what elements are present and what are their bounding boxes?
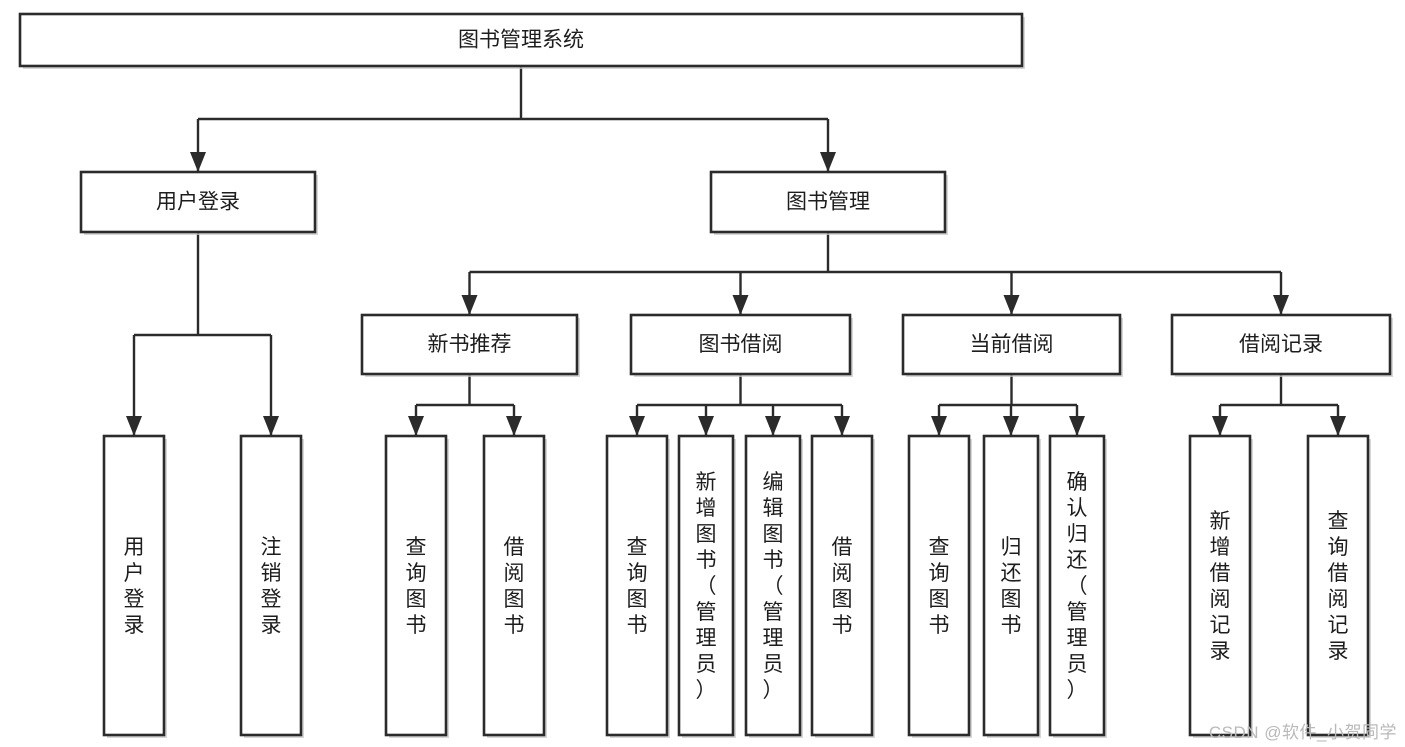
- node-rect[interactable]: [79, 170, 317, 234]
- node-borrow[interactable]: 图书借阅: [629, 313, 853, 377]
- node-label: 新增借阅记录: [1210, 510, 1231, 663]
- node-leaf-confirm-return[interactable]: 确认归还（管理员）: [1048, 434, 1107, 738]
- arrow-head: [1003, 295, 1020, 315]
- node-leaf-borrow-book-1[interactable]: 借阅图书: [482, 434, 547, 738]
- node-label: 用户登录: [124, 536, 145, 637]
- node-rect[interactable]: [384, 434, 448, 737]
- node-label: 注销登录: [261, 536, 282, 637]
- node-rect[interactable]: [605, 434, 669, 737]
- node-leaf-query-book-1[interactable]: 查询图书: [384, 434, 449, 738]
- arrow-head: [190, 152, 206, 172]
- arrow-head: [698, 416, 714, 436]
- node-label: 查询借阅记录: [1328, 510, 1349, 663]
- node-leaf-query-book-3[interactable]: 查询图书: [907, 434, 972, 738]
- node-label: 用户登录: [156, 191, 240, 214]
- node-label: 查询图书: [406, 536, 427, 637]
- arrow-head: [834, 416, 850, 436]
- arrow-head: [1069, 416, 1085, 436]
- node-label: 编辑图书（管理员）: [763, 471, 784, 702]
- node-leaf-add-book[interactable]: 新增图书（管理员）: [677, 434, 736, 738]
- node-rect[interactable]: [677, 434, 735, 737]
- node-root[interactable]: 图书管理系统: [18, 12, 1025, 69]
- arrow-head: [765, 416, 781, 436]
- node-rect[interactable]: [901, 313, 1122, 376]
- node-label: 借阅记录: [1239, 333, 1323, 356]
- node-label: 新书推荐: [428, 333, 512, 356]
- node-current[interactable]: 当前借阅: [901, 313, 1123, 377]
- arrow-head: [931, 416, 947, 436]
- node-leaf-user-logout[interactable]: 注销登录: [239, 434, 304, 738]
- arrow-head: [820, 152, 836, 172]
- node-leaf-add-record[interactable]: 新增借阅记录: [1188, 434, 1253, 738]
- node-leaf-return-book[interactable]: 归还图书: [982, 434, 1041, 738]
- node-label: 图书管理系统: [458, 29, 584, 52]
- arrow-head: [408, 416, 424, 436]
- arrow-head: [1273, 295, 1289, 315]
- arrow-head: [732, 295, 749, 315]
- node-rect[interactable]: [629, 313, 852, 376]
- connector-layer: [126, 66, 1346, 436]
- node-leaf-edit-book[interactable]: 编辑图书（管理员）: [744, 434, 803, 738]
- node-rect[interactable]: [907, 434, 971, 737]
- csdn-watermark: CSDN @软件_小贺同学: [1208, 723, 1397, 742]
- node-rect[interactable]: [982, 434, 1040, 737]
- node-rect[interactable]: [239, 434, 303, 737]
- node-login[interactable]: 用户登录: [79, 170, 318, 235]
- node-leaf-borrow-book-2[interactable]: 借阅图书: [810, 434, 875, 738]
- node-label: 新增图书（管理员）: [696, 471, 717, 702]
- node-newbook[interactable]: 新书推荐: [360, 313, 580, 377]
- node-rect[interactable]: [709, 170, 947, 234]
- node-rect[interactable]: [360, 313, 579, 376]
- node-rect[interactable]: [18, 12, 1024, 68]
- node-label: 查询图书: [627, 536, 648, 637]
- node-label: 借阅图书: [832, 536, 853, 637]
- node-label: 查询图书: [929, 536, 950, 637]
- arrow-head: [263, 416, 279, 436]
- node-label: 归还图书: [1001, 536, 1022, 637]
- node-rect[interactable]: [810, 434, 874, 737]
- arrow-head: [1003, 416, 1019, 436]
- node-layer: 图书管理系统用户登录图书管理新书推荐图书借阅当前借阅借阅记录用户登录注销登录查询…: [18, 12, 1393, 738]
- node-rect[interactable]: [1306, 434, 1370, 737]
- node-leaf-query-book-2[interactable]: 查询图书: [605, 434, 670, 738]
- arrow-head: [629, 416, 645, 436]
- node-records[interactable]: 借阅记录: [1170, 313, 1393, 377]
- arrow-head: [506, 416, 522, 436]
- node-rect[interactable]: [1188, 434, 1252, 737]
- node-rect[interactable]: [744, 434, 802, 737]
- node-leaf-user-login[interactable]: 用户登录: [102, 434, 167, 738]
- node-label: 图书管理: [786, 191, 870, 214]
- arrow-head: [1212, 416, 1228, 436]
- node-label: 借阅图书: [504, 536, 525, 637]
- node-rect[interactable]: [482, 434, 546, 737]
- node-label: 确认归还（管理员）: [1067, 471, 1088, 702]
- node-label: 当前借阅: [970, 333, 1054, 356]
- node-bookmgmt[interactable]: 图书管理: [709, 170, 948, 235]
- arrow-head: [1330, 416, 1346, 436]
- arrow-head: [461, 295, 478, 315]
- node-leaf-query-record[interactable]: 查询借阅记录: [1306, 434, 1371, 738]
- node-rect[interactable]: [1048, 434, 1106, 737]
- arrow-head: [126, 416, 142, 436]
- node-rect[interactable]: [102, 434, 166, 737]
- node-label: 图书借阅: [699, 333, 783, 356]
- node-rect[interactable]: [1170, 313, 1392, 376]
